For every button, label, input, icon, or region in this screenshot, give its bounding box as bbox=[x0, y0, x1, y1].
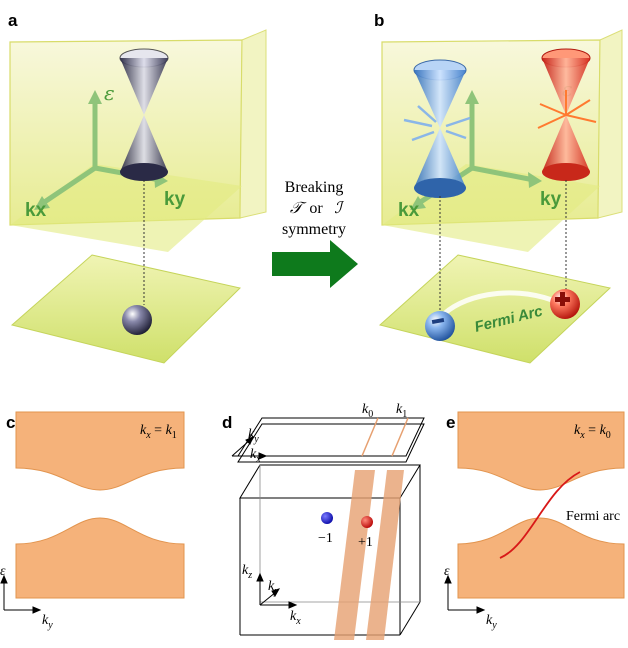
slice-k0 bbox=[334, 470, 375, 640]
panel-e-xaxis: ky bbox=[486, 613, 497, 631]
fermi-arc-3d bbox=[438, 290, 553, 320]
panel-a: a ε kx ky bbox=[8, 11, 267, 364]
or-text: or bbox=[309, 200, 323, 217]
red-lower-cone bbox=[542, 115, 590, 172]
energy-axis-label: ε bbox=[104, 81, 115, 105]
panel-b: b ε kx ky bbox=[374, 11, 623, 364]
green-arrow bbox=[272, 240, 358, 288]
lower-band bbox=[15, 517, 185, 599]
inversion-symbol: ℐ bbox=[334, 200, 344, 217]
panel-letter-a: a bbox=[8, 11, 18, 30]
charge-neg-label: −1 bbox=[318, 531, 333, 546]
breaking-text: Breaking bbox=[285, 179, 344, 196]
bottom-kx-label: kx bbox=[290, 609, 301, 627]
slice-k1 bbox=[366, 470, 404, 640]
upper-band bbox=[15, 411, 185, 491]
top-slab-lower bbox=[237, 423, 425, 463]
kx-axis-label: kx bbox=[25, 200, 47, 221]
blue-inward-arrows bbox=[403, 105, 471, 142]
lower-band bbox=[457, 517, 625, 599]
blue-lower-rim bbox=[414, 178, 466, 198]
charge-pos-label: +1 bbox=[358, 535, 373, 550]
red-node-small bbox=[361, 516, 373, 528]
energy-arrowhead bbox=[88, 90, 102, 104]
lower-cone-rim bbox=[120, 163, 168, 181]
kx-axis-label: kx bbox=[398, 200, 420, 221]
panel-c: c kx = k1 ε ky bbox=[0, 411, 185, 631]
fermi-arc-curve bbox=[499, 471, 581, 559]
panel-letter-c: c bbox=[6, 413, 15, 432]
k1-line bbox=[391, 417, 409, 457]
blue-weyl-node bbox=[425, 311, 455, 341]
top-axes bbox=[231, 436, 268, 460]
panel-e-yaxis: ε bbox=[444, 564, 450, 579]
cube-edge bbox=[399, 601, 421, 636]
panel-c-label: kx = k1 bbox=[140, 423, 177, 441]
top-kx-label: kx bbox=[250, 447, 261, 465]
panel-letter-e: e bbox=[446, 413, 455, 432]
panel-c-yaxis: ε bbox=[0, 564, 6, 579]
middle-arrow-group: Breaking 𝒯 or ℐ symmetry bbox=[272, 179, 358, 288]
bottom-axes bbox=[256, 572, 298, 609]
panel-letter-d: d bbox=[222, 413, 232, 432]
red-outward-arrows bbox=[537, 90, 597, 129]
fermi-arc-label: Fermi arc bbox=[566, 509, 620, 524]
blue-lower-cone bbox=[414, 128, 466, 188]
red-lower-rim bbox=[542, 163, 590, 181]
k1-label: k1 bbox=[396, 402, 407, 420]
bottom-ky-label: ky bbox=[268, 579, 279, 597]
time-reversal-symbol: 𝒯 bbox=[290, 200, 307, 217]
k0-label: k0 bbox=[362, 402, 373, 420]
side-wall bbox=[239, 29, 267, 219]
panel-e-axes bbox=[444, 574, 486, 614]
panel-e: e kx = k0 Fermi arc ε ky bbox=[444, 411, 625, 631]
panel-d: d ky kx k0 k1 −1 +1 bbox=[222, 402, 425, 640]
red-upper-cone bbox=[542, 58, 590, 115]
ky-axis-label: ky bbox=[540, 189, 562, 210]
blue-upper-cone bbox=[414, 70, 466, 128]
dirac-point-ball bbox=[122, 305, 152, 335]
projection-floor bbox=[10, 254, 242, 364]
ky-arrowhead bbox=[528, 172, 542, 188]
ky-axis-label: ky bbox=[164, 189, 186, 210]
k0-line bbox=[361, 417, 379, 457]
panel-e-label: kx = k0 bbox=[574, 423, 611, 441]
kx-arrowhead bbox=[34, 196, 50, 210]
kx-arrowhead bbox=[410, 196, 426, 210]
energy-arrowhead bbox=[465, 90, 479, 104]
panel-letter-b: b bbox=[374, 11, 384, 30]
upper-cone bbox=[120, 58, 168, 115]
panel-c-xaxis: ky bbox=[42, 613, 53, 631]
panel-c-axes bbox=[0, 574, 42, 614]
top-ky-label: ky bbox=[248, 427, 259, 445]
minus-sign bbox=[431, 317, 445, 325]
symmetry-text: symmetry bbox=[282, 221, 346, 238]
plus-sign bbox=[555, 292, 570, 306]
upper-band bbox=[457, 411, 625, 491]
side-wall bbox=[597, 29, 623, 219]
kz-label: kz bbox=[242, 563, 252, 581]
lower-cone bbox=[120, 115, 168, 172]
blue-node-small bbox=[321, 512, 333, 524]
